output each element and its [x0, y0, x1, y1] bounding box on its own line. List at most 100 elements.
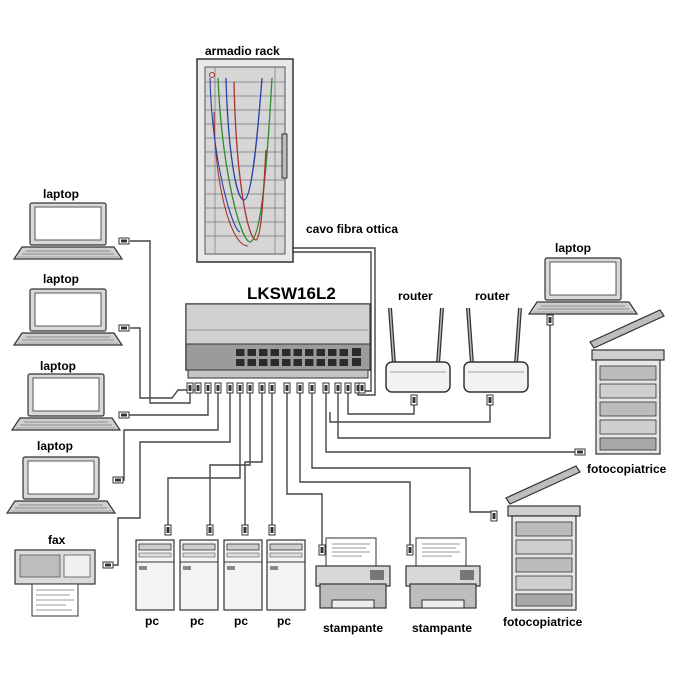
plug-printer-2: [406, 544, 414, 556]
cable-router-2: [329, 398, 491, 423]
fiber-label: cavo fibra ottica: [306, 222, 399, 236]
switch-port: [328, 349, 337, 356]
switch-port: [236, 349, 245, 356]
cable-pc-1: [167, 385, 241, 528]
laptop-label-3: laptop: [40, 359, 76, 373]
fax-machine: [14, 549, 96, 617]
printer-2: [405, 537, 481, 609]
laptop-label-4: laptop: [37, 439, 73, 453]
switch-port: [259, 359, 268, 366]
switch-port: [316, 359, 325, 366]
plug-pc-4: [268, 524, 276, 536]
switch-cable-plug: [214, 382, 222, 394]
cable-laptop-5: [337, 322, 551, 439]
pc-label-2: pc: [190, 614, 205, 628]
laptop-label-5: laptop: [555, 241, 591, 255]
router-1: [384, 306, 452, 394]
cable-laptop-4: [120, 385, 219, 481]
cable-printer-1: [286, 385, 323, 548]
cable-router-1: [347, 385, 415, 415]
switch-port: [339, 349, 348, 356]
plug-laptop-2: [118, 324, 130, 332]
pc-3: [223, 539, 263, 611]
cable-printer-2: [299, 385, 411, 548]
switch-port: [293, 359, 302, 366]
switch-port: [293, 349, 302, 356]
switch-port: [282, 359, 291, 366]
laptop-2: [13, 288, 123, 346]
plug-pc-3: [241, 524, 249, 536]
copier-label-2: fotocopiatrice: [503, 615, 583, 629]
switch-cable-plug: [334, 382, 342, 394]
router-2: [462, 306, 530, 394]
switch-cable-plug: [283, 382, 291, 394]
switch-cable-plug: [186, 382, 194, 394]
switch-cable-plug: [296, 382, 304, 394]
switch-cable-plug: [268, 382, 276, 394]
switch-label: LKSW16L2: [247, 284, 336, 303]
copier-2: [505, 465, 581, 611]
copier-label-1: fotocopiatrice: [587, 462, 667, 476]
switch-port: [305, 359, 314, 366]
pc-1: [135, 539, 175, 611]
plug-laptop-4: [112, 476, 124, 484]
switch-cable-plug: [194, 382, 202, 394]
switch-cable-plug: [226, 382, 234, 394]
laptop-label-2: laptop: [43, 272, 79, 286]
pc-label-3: pc: [234, 614, 249, 628]
switch-port: [328, 359, 337, 366]
switch-port: [270, 359, 279, 366]
cable-copier-upper: [325, 385, 580, 453]
plug-laptop-5: [546, 314, 554, 326]
plug-laptop-1: [118, 237, 130, 245]
switch-port: [339, 359, 348, 366]
plug-router-1: [410, 394, 418, 406]
plug-copier-1: [574, 448, 586, 456]
switch-cable-plug: [322, 382, 330, 394]
laptop-3: [11, 373, 121, 431]
printer-1: [315, 537, 391, 609]
plug-pc-1: [164, 524, 172, 536]
laptop-1: [13, 202, 123, 260]
plug-printer-1: [318, 544, 326, 556]
router-label-2: router: [475, 289, 510, 303]
switch-port: [282, 349, 291, 356]
plug-pc-2: [206, 524, 214, 536]
switch-port: [259, 349, 268, 356]
switch-port: [236, 359, 245, 366]
pc-2: [179, 539, 219, 611]
fax-label: fax: [48, 533, 66, 547]
switch-port: [247, 349, 256, 356]
switch-port: [270, 349, 279, 356]
switch-cable-plug: [358, 382, 366, 394]
network-switch: [185, 303, 371, 394]
pc-label-4: pc: [277, 614, 292, 628]
plug-router-2: [486, 394, 494, 406]
rack-cabinet: [196, 58, 294, 263]
switch-port: [316, 349, 325, 356]
switch-port: [305, 349, 314, 356]
cable-pc-2: [209, 385, 251, 528]
printer-label-1: stampante: [323, 621, 384, 635]
plug-copier-2: [490, 510, 498, 522]
switch-cable-plug: [246, 382, 254, 394]
laptop-label-1: laptop: [43, 187, 79, 201]
cable-fax: [112, 385, 231, 566]
switch-cable-plug: [236, 382, 244, 394]
switch-cable-plug: [308, 382, 316, 394]
copier-1: [589, 309, 665, 455]
switch-port: [247, 359, 256, 366]
plug-fax: [102, 561, 114, 569]
pc-label-1: pc: [145, 614, 160, 628]
cable-laptop-1: [130, 240, 191, 404]
pc-4: [266, 539, 306, 611]
router-label-1: router: [398, 289, 433, 303]
switch-cable-plug: [258, 382, 266, 394]
printer-label-2: stampante: [412, 621, 473, 635]
laptop-5: [528, 257, 638, 315]
switch-cable-plug: [204, 382, 212, 394]
plug-laptop-3: [118, 411, 130, 419]
rack-label: armadio rack: [205, 44, 280, 58]
cable-laptop-3: [128, 385, 209, 416]
